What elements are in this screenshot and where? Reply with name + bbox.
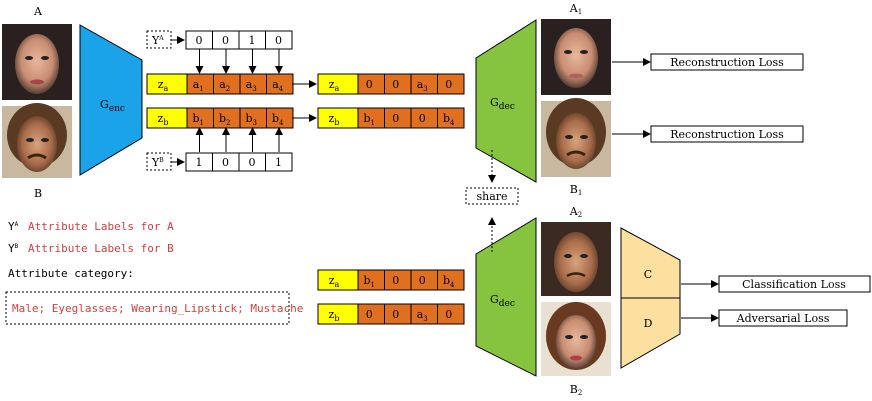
adv-loss-box	[718, 309, 848, 327]
legend-ya-tag: YA	[8, 220, 19, 233]
discriminator-block: C D	[620, 227, 681, 369]
latent-z-label: zb	[329, 112, 340, 127]
classifier-label: C	[644, 268, 652, 281]
latent-attr-label: b4	[272, 112, 284, 127]
cls-loss-box	[718, 275, 871, 293]
latent-attr-label: b1	[363, 274, 375, 289]
latent-z-label: za	[329, 78, 340, 93]
face-b2-image	[541, 302, 611, 376]
latent-attr-label: 0	[392, 308, 399, 321]
latent-z-label: zb	[329, 308, 340, 323]
decoder-top-label: Gdec	[490, 96, 515, 112]
label-cell-value: 0	[249, 156, 256, 169]
face-b-label: B	[34, 187, 42, 200]
a2-label: A2	[569, 205, 582, 219]
label-cell-value: 0	[196, 34, 203, 47]
b2-label: B2	[570, 383, 583, 397]
label-cell-value: 1	[196, 156, 203, 169]
legend: YA Attribute Labels for A YB Attribute L…	[5, 220, 303, 325]
latent-attr-label: a3	[246, 78, 257, 93]
latent-attr-label: a1	[193, 78, 204, 93]
latent-attr-label: 0	[392, 274, 399, 287]
face-a2-image	[541, 222, 611, 296]
label-cell	[265, 152, 293, 172]
legend-category-box	[5, 291, 290, 325]
latent-attr-label: 0	[366, 78, 373, 91]
encoder-label: Genc	[100, 98, 125, 114]
recon-loss-2: Reconstruction Loss	[670, 128, 784, 141]
face-a-label: A	[33, 5, 43, 18]
latent-attr-label: b1	[192, 112, 204, 127]
yb-tag: YB	[151, 156, 164, 169]
latent-attr-cell	[437, 269, 465, 291]
latent-attr-cell	[437, 73, 465, 95]
share-box	[465, 187, 519, 205]
decoder-bottom-label: Gdec	[490, 293, 515, 309]
label-cell-value: 0	[275, 34, 282, 47]
latent-attr-label: b3	[245, 112, 257, 127]
recon-loss-1-box	[650, 53, 804, 71]
latent-attr-label: a2	[219, 78, 230, 93]
latent-attr-label: b4	[443, 112, 455, 127]
latent-attr-label: 0	[392, 78, 399, 91]
decoder-bottom: Gdec	[475, 217, 537, 377]
label-cell-value: 1	[275, 156, 282, 169]
legend-category-title: Attribute category:	[8, 267, 134, 280]
discriminator-label: D	[644, 317, 653, 330]
label-cell-value: 1	[249, 34, 256, 47]
latent-attr-label: b4	[443, 274, 455, 289]
latent-rows: za a1 a2 a3 a4 zb b1 b2 b3 b4 za 0 0 a3 0 zb b1 0 0 b4 za b1 0…	[146, 73, 465, 325]
encoder-block: Genc	[79, 24, 143, 176]
decoder-top: Gdec	[475, 19, 537, 183]
legend-ya-text: Attribute Labels for A	[28, 220, 174, 233]
recon-loss-1: Reconstruction Loss	[670, 56, 784, 69]
latent-attr-cell	[437, 303, 465, 325]
face-b1-image	[541, 98, 611, 177]
latent-z-label: za	[329, 274, 340, 289]
face-b-image	[2, 103, 72, 178]
b1-label: B1	[570, 183, 583, 197]
latent-z-label: za	[158, 78, 169, 93]
cls-loss: Classification Loss	[742, 278, 846, 291]
latent-attr-label: b1	[363, 112, 375, 127]
latent-attr-label: 0	[445, 78, 452, 91]
latent-attr-label: 0	[392, 112, 399, 125]
label-cell-value: 0	[222, 34, 229, 47]
label-cell-value: 0	[222, 156, 229, 169]
latent-attr-label: 0	[419, 112, 426, 125]
legend-category-list: Male; Eyeglasses; Wearing_Lipstick; Must…	[12, 302, 303, 315]
latent-attr-label: 0	[445, 308, 452, 321]
latent-attr-label: a3	[417, 78, 428, 93]
share-label: share	[476, 190, 507, 203]
recon-loss-2-box	[650, 125, 804, 143]
ya-label-vector: 0 0 1 0	[185, 30, 293, 50]
latent-z-label: zb	[158, 112, 169, 127]
yb-label-vector: 1 0 0 1	[185, 152, 293, 172]
adv-loss: Adversarial Loss	[736, 312, 830, 325]
ya-tag: YA	[151, 34, 164, 47]
latent-attr-label: b2	[219, 112, 231, 127]
latent-attr-label: a3	[417, 308, 428, 323]
latent-attr-label: 0	[366, 308, 373, 321]
legend-yb-tag: YB	[8, 242, 19, 255]
a1-label: A1	[569, 2, 582, 16]
face-a1-image	[541, 19, 611, 95]
latent-attr-label: a4	[272, 78, 284, 93]
latent-attr-label: 0	[419, 274, 426, 287]
face-a-image	[2, 24, 72, 100]
legend-yb-text: Attribute Labels for B	[28, 242, 174, 255]
latent-attr-cell	[437, 107, 465, 129]
